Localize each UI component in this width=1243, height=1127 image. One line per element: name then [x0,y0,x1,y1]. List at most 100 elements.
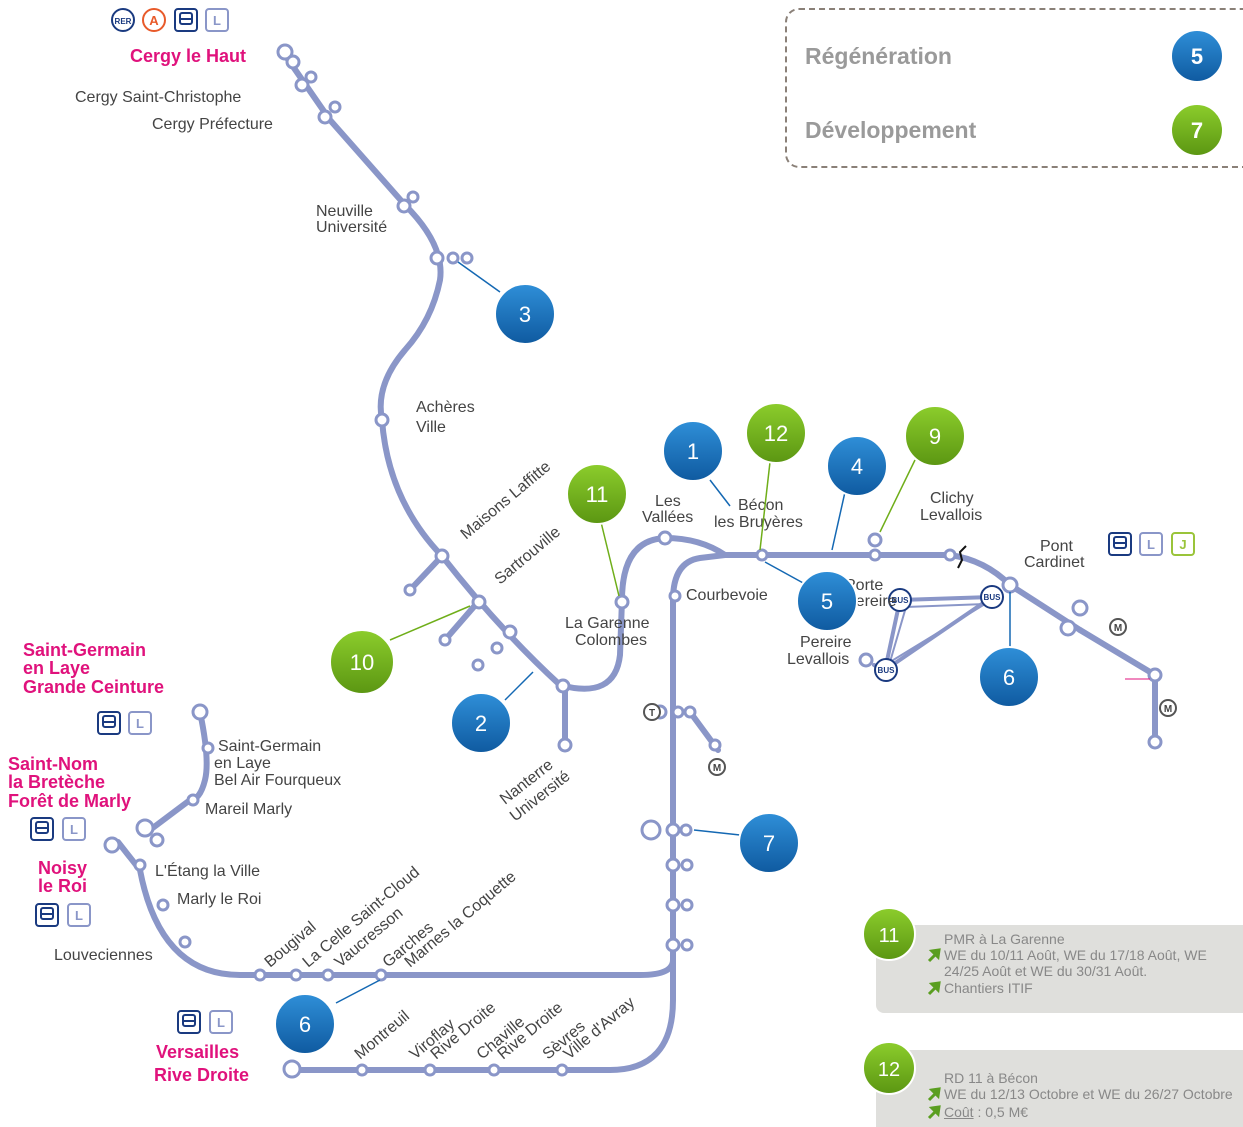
info-box-12: RD 11 à Bécon WE du 12/13 Octobre et WE … [876,1050,1243,1127]
station-garenne [614,594,630,610]
station-maisons [434,548,450,564]
station-becon [755,548,769,562]
label-vallees-1: Les [655,493,681,510]
badge-9[interactable]: 9 [904,405,966,467]
svg-text:7: 7 [763,831,775,856]
bus-icon-label: BUS [892,596,910,605]
station-7a [640,819,662,841]
badge-10[interactable]: 10 [329,629,395,695]
station-nanterre [557,737,573,753]
arrow-up-right-icon [927,981,941,996]
arrow-up-right-icon [927,948,941,963]
badge-6b[interactable]: 6 [978,646,1040,708]
station-garches [374,968,388,982]
info-12-cost-label: Coût [944,1104,974,1120]
label-clichy-2: Levallois [920,507,982,524]
station-sartrouville [471,594,487,610]
svg-text:L: L [217,1015,225,1030]
leader-7 [693,829,741,836]
info-11-line1: WE du 10/11 Août, WE du 17/18 Août, WE [944,947,1207,963]
badge-7[interactable]: 7 [738,812,800,874]
station-pereire [858,652,874,668]
arrow-up-right-icon [927,1087,941,1102]
svg-text:L: L [213,13,221,28]
badge-12[interactable]: 12 [745,402,807,464]
legend-badges: 5 7 [1170,29,1224,157]
terminus-versailles-2: Rive Droite [154,1065,249,1085]
line-l-icon [209,1010,233,1034]
label-etang: L'Étang la Ville [155,861,260,880]
svg-text:2: 2 [475,711,487,736]
station-viroflay [423,1063,437,1077]
line-l-icon [128,711,152,735]
arrow-up-right-icon [927,1105,941,1120]
bus-icon-label: BUS [878,666,896,675]
label-marly: Marly le Roi [177,891,261,908]
info-12-line1: WE du 12/13 Octobre et WE du 26/27 Octob… [944,1086,1233,1102]
info-12-cost-row: Coût : 0,5 M€ [926,1104,1028,1120]
label-pereire-1: Pereire [800,634,852,651]
leader-10 [389,605,471,641]
station-mareil [186,793,200,807]
bus-triangle-inner [888,602,989,665]
svg-text:L: L [1147,537,1155,552]
svg-text:6: 6 [299,1012,311,1037]
station-neuville-b [406,190,420,204]
station-7c [679,823,693,837]
mode-icons-cergy: RER A L [111,8,229,32]
svg-text:L: L [136,716,144,731]
badge-11[interactable]: 11 [566,463,628,525]
badge-3[interactable]: 3 [494,283,556,345]
badge-1[interactable]: 1 [662,420,724,482]
station-pc-1 [1071,599,1089,617]
svg-text:10: 10 [350,650,374,675]
mode-icons-versailles: L [177,1010,233,1034]
badge-5[interactable]: 5 [796,570,858,632]
label-garenne-1: La Garenne [565,615,650,632]
svg-text:5: 5 [821,589,833,614]
terminus-sgl-3: Grande Ceinture [23,677,164,697]
line-l-icon [62,817,86,841]
rer-a-icon [142,8,166,32]
label-mareil: Mareil Marly [205,801,292,818]
badge-2[interactable]: 2 [450,692,512,754]
label-pont-cardinet-1: Pont [1040,538,1073,555]
leader-6a [335,979,381,1004]
label-pont-cardinet-2: Cardinet [1024,554,1085,571]
legend-box: Régénération Développement 5 7 [785,8,1243,168]
line-sartrouville-spur [442,599,481,643]
station-dots [103,43,1163,1079]
leader-5 [764,561,806,585]
station-etang [133,858,147,872]
line-pont-cardinet-m [1077,627,1158,743]
station-2b [490,641,504,655]
station-cergy-le-haut-b [285,54,301,70]
station-tram-b [671,705,685,719]
station-3c [460,251,474,265]
label-sartrouville: Sartrouville [492,524,564,589]
badge-6a[interactable]: 6 [274,993,336,1055]
metro-icon-label: M [1114,623,1122,634]
info-12-cost-value: : 0,5 M€ [973,1104,1029,1120]
mode-icons-noisy: L [35,903,91,927]
label-neuville-1: Neuville [316,203,373,220]
info-12-line1-row: WE du 12/13 Octobre et WE du 26/27 Octob… [926,1086,1233,1102]
leader-9 [879,459,916,533]
station-pc-2 [1059,619,1077,637]
station-maisons-b [403,583,417,597]
badge-4[interactable]: 4 [826,435,888,497]
metro-icon [643,618,1177,776]
junction-marker [957,545,967,569]
station-7b [665,822,681,838]
terminus-noisy-2: le Roi [38,876,87,896]
label-maisons: Maisons Laffitte [458,458,555,543]
svg-text:A: A [149,13,159,28]
station-sgl-gc [191,703,209,721]
label-cergy-pref: Cergy Préfecture [152,116,273,133]
line-j-icon [1171,532,1195,556]
station-s1 [665,857,681,873]
svg-text:L: L [75,908,83,923]
label-sgl-bel-air-2: en Laye [214,755,271,772]
leader-12 [759,461,771,551]
legend-regeneration-badge [1170,29,1224,83]
